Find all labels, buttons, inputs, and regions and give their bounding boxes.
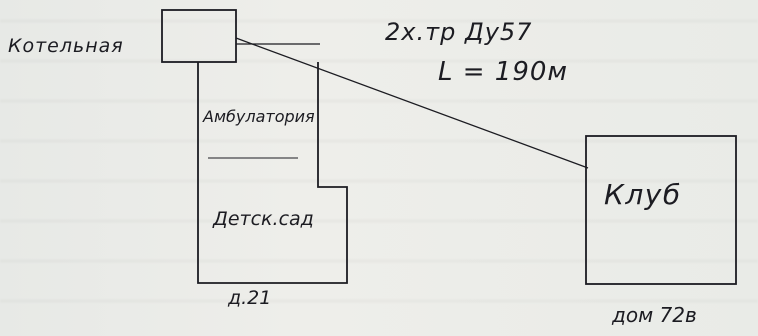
pipe-length-label: L = 190м [438, 57, 568, 87]
boiler-house-box [161, 9, 237, 63]
main-building-outline [197, 62, 348, 284]
house-number-label: дом 72в [611, 303, 697, 327]
pipe-spec-label: 2х.тр Ду57 [385, 18, 532, 46]
kindergarten-label: Детск.сад [212, 208, 314, 230]
building-number-label: д.21 [227, 287, 271, 309]
club-box [585, 135, 737, 285]
boiler-house-label: Котельная [8, 35, 124, 57]
club-label: Клуб [604, 178, 682, 211]
clinic-label: Амбулатория [202, 107, 315, 126]
heating-pipe-line [235, 37, 589, 169]
